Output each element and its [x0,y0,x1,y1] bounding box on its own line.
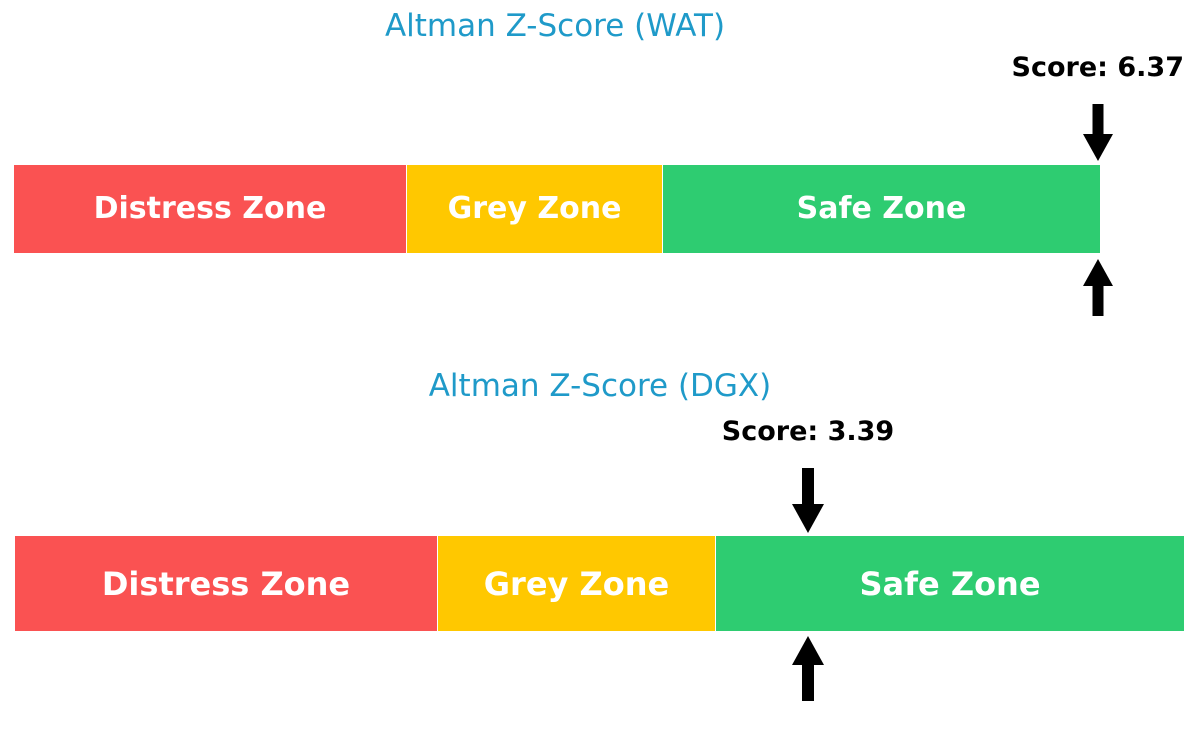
zone-label-safe-dgx: Safe Zone [859,564,1041,603]
zone-label-distress-wat: Distress Zone [93,191,327,226]
chart-panel-wat: Altman Z-Score (WAT) Score: 6.37 Distres… [0,0,1200,360]
zone-grey-dgx: Grey Zone [438,536,715,631]
zone-label-grey-dgx: Grey Zone [483,564,670,603]
zone-distress-wat: Distress Zone [14,165,406,253]
zone-label-grey-wat: Grey Zone [447,191,622,226]
zone-bar-dgx: Distress Zone Grey Zone Safe Zone [0,536,1200,631]
zone-label-distress-dgx: Distress Zone [101,564,351,603]
score-label-wat: Score: 6.37 [1011,52,1184,83]
zone-grey-wat: Grey Zone [407,165,662,253]
zone-safe-wat: Safe Zone [663,165,1100,253]
zone-safe-dgx: Safe Zone [716,536,1184,631]
zone-label-safe-wat: Safe Zone [796,191,967,226]
score-label-dgx: Score: 3.39 [721,416,895,447]
chart-panel-dgx: Altman Z-Score (DGX) Score: 3.39 Distres… [0,360,1200,746]
chart-title-dgx: Altman Z-Score (DGX) [428,368,772,404]
zone-bar-wat: Distress Zone Grey Zone Safe Zone [0,165,1200,253]
zone-distress-dgx: Distress Zone [15,536,437,631]
chart-title-wat: Altman Z-Score (WAT) [384,8,726,44]
